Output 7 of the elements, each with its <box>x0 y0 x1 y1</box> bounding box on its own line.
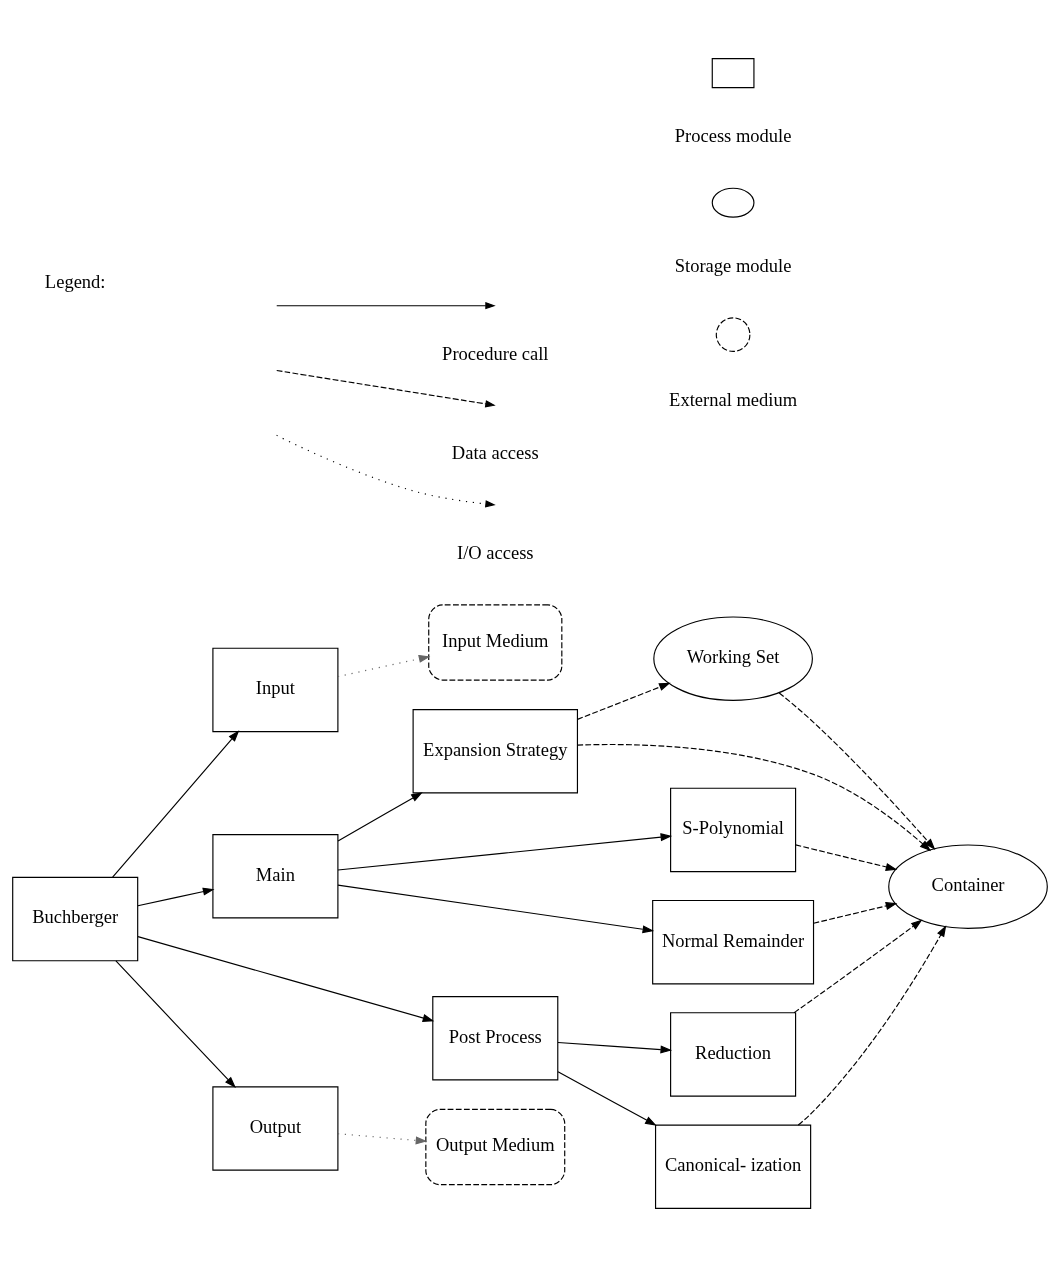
legend-label: Data access <box>451 442 539 463</box>
legend-label: External medium <box>669 389 798 410</box>
legend-label: Process module <box>674 125 792 146</box>
legend-label: Procedure call <box>442 343 549 364</box>
legend-label: I/O access <box>457 542 534 563</box>
label: Legend: <box>44 271 106 292</box>
legend-label: Storage module <box>674 255 792 276</box>
